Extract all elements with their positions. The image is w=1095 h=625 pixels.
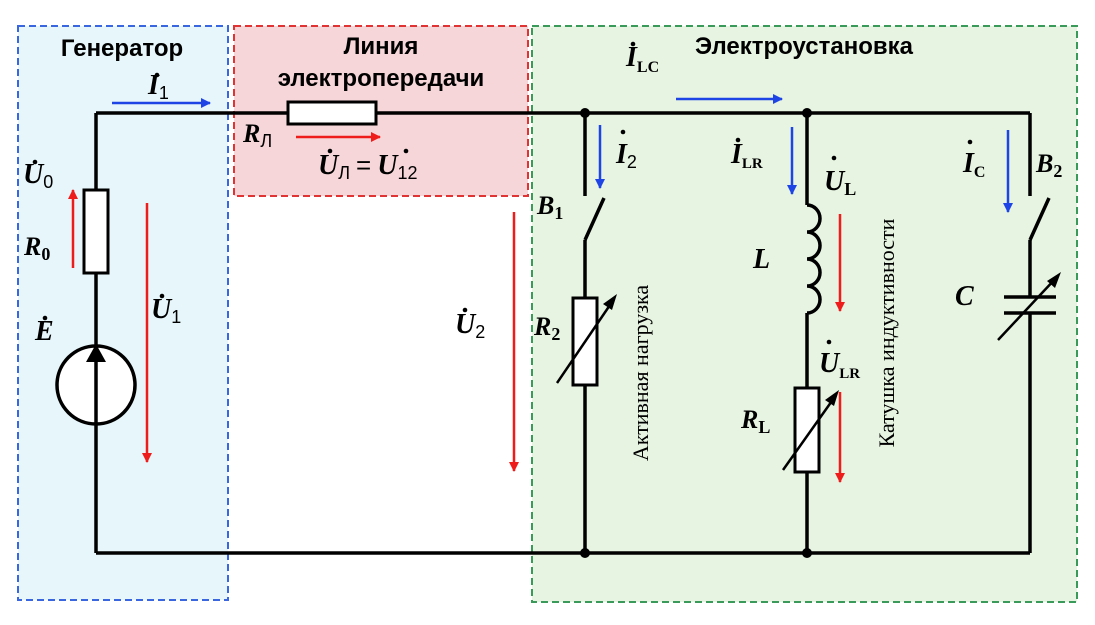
installation-title: Электроустановка [695,33,914,60]
switch-b1 [583,197,606,241]
resistor-line [286,100,378,126]
voltage-source-e [55,344,137,426]
label-r2: R2 [533,312,560,344]
resistor-rl [781,386,839,474]
generator-zone [17,25,229,601]
label-u0: U0 [23,159,53,192]
label-b1: B1 [536,191,563,223]
resistor-r2 [555,294,617,387]
power-line-title-1: Линия [344,33,419,60]
label-u-line: UЛ=U12 [318,150,418,183]
switch-b2 [1028,197,1051,241]
label-i1: I1 [147,70,169,103]
label-ilr: ILR [730,139,763,172]
resistor-r0 [82,188,110,275]
capacitor-c [997,272,1061,341]
label-c: C [955,281,974,312]
label-l: L [752,244,770,275]
label-u2: U2 [455,309,485,342]
current-arrows [112,94,1013,213]
label-ul: UL [824,166,856,199]
label-ulr: ULR [819,348,860,382]
power-line-zone [233,25,529,197]
label-r-line: RЛ [242,119,272,151]
power-line-title-2: электропередачи [278,65,485,92]
label-r0: R0 [23,232,50,264]
installation-zone [531,25,1078,603]
active-load-label: Активная нагрузка [628,285,653,462]
label-i2: I2 [615,139,637,172]
inductive-coil-label: Катушка индуктивности [874,218,899,447]
voltage-arrows [68,132,845,483]
label-e: E [34,316,54,347]
label-rl: RL [740,405,770,437]
inductor-l [806,203,822,315]
generator-title: Генератор [61,35,183,62]
label-ilc: ILC [625,42,659,76]
junction-dots [580,108,812,558]
wires [94,111,1032,555]
derivative-dots [32,41,973,345]
label-b2: B2 [1035,149,1062,181]
label-ic: IC [962,148,985,181]
label-u1: U1 [151,294,181,327]
